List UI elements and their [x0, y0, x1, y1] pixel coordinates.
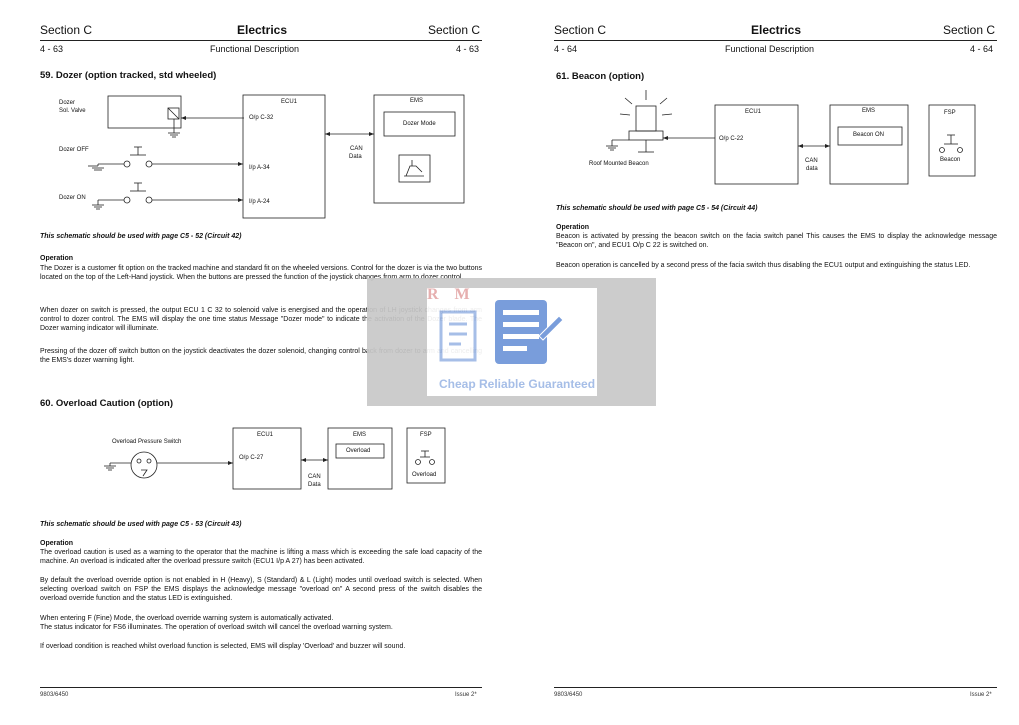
- schematic-note: This schematic should be used with page …: [556, 205, 758, 212]
- dozer-icon: [404, 160, 424, 177]
- section-heading: 59. Dozer (option tracked, std wheeled): [40, 70, 217, 81]
- page-subtitle: Functional Description: [210, 44, 300, 54]
- page-subtitle: Functional Description: [725, 44, 815, 54]
- document-icon: [495, 300, 564, 364]
- body-paragraph: The overload caution is used as a warnin…: [40, 549, 482, 566]
- section-label: Section C: [943, 23, 996, 37]
- section-label: Section C: [40, 23, 93, 37]
- diagram-label: Dozer OFF: [59, 147, 89, 153]
- operation-heading: Operation: [40, 255, 74, 262]
- solenoid-valve-box: [107, 95, 182, 129]
- pressure-switch-symbol: [130, 451, 158, 479]
- diagram-label: Overload: [412, 472, 437, 478]
- diagram-label: CAN: [308, 474, 321, 480]
- operation-heading: Operation: [556, 224, 590, 231]
- diagram-label: Sol. Valve: [59, 108, 86, 114]
- diagram-label: Data: [349, 154, 362, 160]
- footer-doc-number: 9803/6450: [554, 692, 583, 698]
- section-heading: 60. Overload Caution (option): [40, 398, 174, 409]
- footer-rule: [554, 687, 997, 688]
- watermark-overlay: R M Cheap Reliable Guaranteed: [367, 278, 656, 406]
- body-paragraph: Pressing of the dozer off switch button …: [40, 348, 482, 365]
- diagram-label: EMS: [353, 432, 367, 438]
- section-label: Section C: [554, 23, 607, 37]
- diagram-label: O/p C-27: [239, 455, 264, 461]
- header-rule: [554, 40, 997, 41]
- diagram-label: Overload Pressure Switch: [112, 439, 182, 445]
- diagram-label: EMS: [410, 98, 424, 104]
- body-paragraph: By default the overload override option …: [40, 577, 482, 603]
- body-paragraph: When dozer on switch is pressed, the out…: [40, 307, 482, 333]
- diagram-label: Beacon ON: [853, 132, 885, 138]
- header-rule: [40, 40, 482, 41]
- page-number: 4 - 64: [970, 44, 994, 54]
- schematic-note: This schematic should be used with page …: [40, 521, 242, 528]
- footer-doc-number: 9803/6450: [40, 692, 69, 698]
- diagram-label: Dozer: [59, 100, 76, 106]
- body-paragraph: The Dozer is a customer fit option on th…: [40, 265, 483, 282]
- beacon-icon: [619, 90, 673, 141]
- body-paragraph: Beacon operation is cancelled by a secon…: [556, 262, 971, 269]
- diagram-label: O/p C-32: [249, 115, 274, 121]
- watermark-letters: R M: [427, 286, 476, 303]
- footer-rule: [40, 687, 482, 688]
- body-paragraph: The status indicator for FS6 illuminates…: [40, 624, 393, 631]
- body-paragraph: If overload condition is reached whilst …: [40, 643, 406, 650]
- footer-issue: Issue 2*: [970, 692, 992, 698]
- diagram-label: Beacon: [940, 157, 961, 163]
- diagram-label: FSP: [420, 432, 432, 438]
- diagram-label: ECU1: [257, 432, 274, 438]
- diagram-label: CAN: [350, 146, 363, 152]
- diagram-label: Overload: [346, 448, 371, 454]
- diagram-label: Dozer ON: [59, 195, 86, 201]
- body-paragraph: When entering F (Fine) Mode, the overloa…: [40, 615, 334, 622]
- wrench-icon: [439, 310, 477, 362]
- page-number: 4 - 64: [554, 44, 578, 54]
- page-number: 4 - 63: [40, 44, 64, 54]
- diagram-label: CAN: [805, 158, 818, 164]
- diagram-label: data: [806, 166, 818, 172]
- diagram-label: Data: [308, 482, 321, 488]
- diagram-label: ECU1: [281, 99, 298, 105]
- section-heading: 61. Beacon (option): [556, 71, 645, 82]
- body-paragraph: Beacon is activated by pressing the beac…: [556, 233, 997, 250]
- footer-issue: Issue 2*: [455, 692, 477, 698]
- page-title: Electrics: [237, 23, 288, 37]
- diagram-label: ECU1: [745, 109, 762, 115]
- diagram-label: Roof Mounted Beacon: [589, 161, 649, 167]
- diagram-label: I/p A-24: [249, 199, 270, 205]
- diagram-label: EMS: [862, 108, 876, 114]
- watermark-tagline: Cheap Reliable Guaranteed: [439, 377, 596, 391]
- page-title: Electrics: [751, 23, 802, 37]
- diagram-label: Dozer Mode: [403, 121, 436, 127]
- diagram-label: O/p C-22: [719, 136, 744, 142]
- page-number: 4 - 63: [456, 44, 480, 54]
- diagram-label: I/p A-34: [249, 165, 270, 171]
- schematic-note: This schematic should be used with page …: [40, 233, 242, 240]
- diagram-label: FSP: [944, 110, 956, 116]
- operation-heading: Operation: [40, 540, 74, 547]
- section-label: Section C: [428, 23, 481, 37]
